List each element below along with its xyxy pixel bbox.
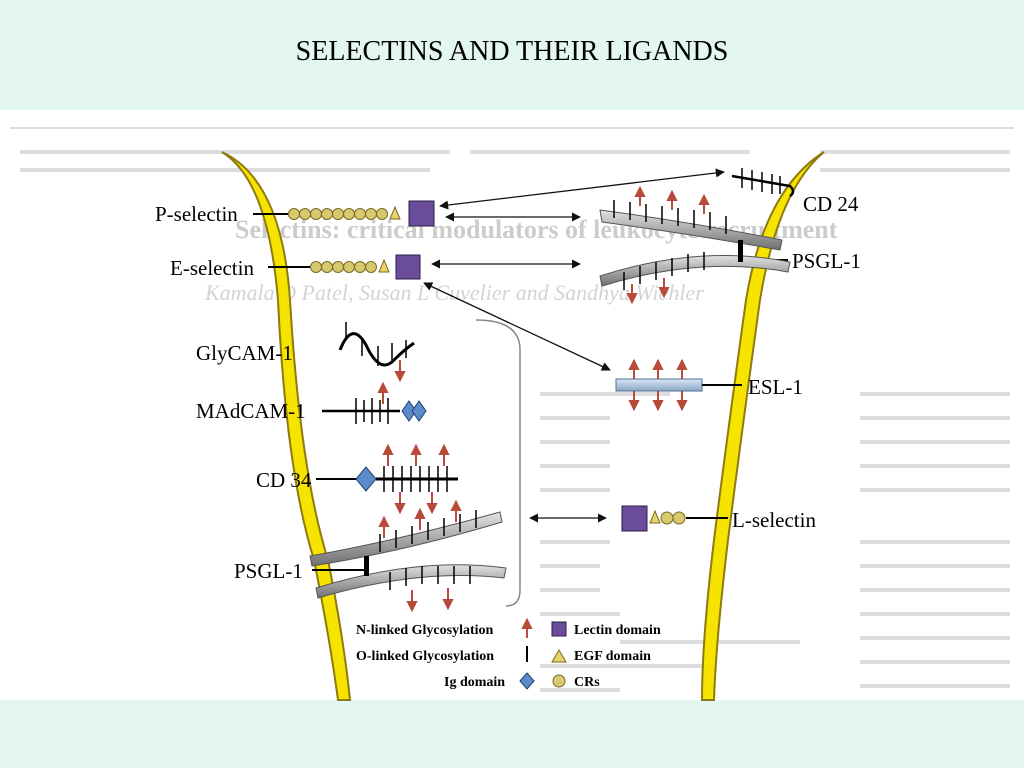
cd24-molecule: CD 24 [731,168,859,216]
glycam-1-molecule: GlyCAM-1 [196,322,415,383]
e-selectin-label: E-selectin [170,256,254,280]
legend-lectin-label: Lectin domain [574,623,661,638]
legend-n-linked-label: N-linked Glycosylation [356,623,494,638]
e-selectin-cr-chain [310,261,377,273]
ligand-group-bracket [475,319,521,607]
l-selectin-lectin-domain [621,505,648,532]
madcam-ig-domain-2 [411,400,427,422]
p-selectin-cr-chain [288,208,388,220]
bottom-bar [0,700,1024,768]
legend-egf-icon [551,649,567,663]
legend-cr-icon [552,674,566,688]
legend-o-linked-label: O-linked Glycosylation [356,649,494,664]
p-selectin-molecule: P-selectin [155,200,435,227]
madcam-1-molecule: MAdCAM-1 [196,381,427,424]
legend-egf-label: EGF domain [574,649,651,664]
e-selectin-lectin-domain [395,254,421,280]
cd34-ig-domain [355,466,377,492]
l-selectin-egf-domain [649,509,661,524]
glycam-1-label: GlyCAM-1 [196,341,293,365]
psgl-1-right-label: PSGL-1 [792,249,861,273]
legend-lectin-icon [551,621,567,637]
cd24-label: CD 24 [803,192,859,216]
legend: N-linked Glycosylation O-linked Glycosyl… [356,617,661,690]
esl-1-molecule: ESL-1 [615,358,803,412]
page-title: SELECTINS AND THEIR LIGANDS [295,36,729,67]
p-selectin-egf-domain [389,205,401,220]
legend-n-linked-icon [521,617,533,638]
e-selectin-molecule: E-selectin [170,254,421,280]
p-selectin-label: P-selectin [155,202,238,226]
esl-1-label: ESL-1 [748,375,803,399]
psgl-1-left-label: PSGL-1 [234,559,303,583]
p-selectin-lectin-domain [408,200,435,227]
e-selectin-egf-domain [378,258,390,273]
legend-ig-domain-icon [519,672,535,690]
legend-crs-label: CRs [574,675,600,690]
madcam-1-label: MAdCAM-1 [196,399,306,423]
legend-ig-domain-label: Ig domain [444,675,505,690]
l-selectin-molecule: L-selectin [621,505,816,532]
psgl-1-left-molecule: PSGL-1 [234,499,507,613]
interaction-arrows [423,168,725,523]
title-bar: SELECTINS AND THEIR LIGANDS [0,0,1024,108]
arrow-p-selectin-cd24 [439,168,725,210]
arrow-e-selectin-esl1 [423,282,611,371]
l-selectin-label: L-selectin [732,508,816,532]
cd34-label: CD 34 [256,468,312,492]
cd34-molecule: CD 34 [256,443,458,515]
